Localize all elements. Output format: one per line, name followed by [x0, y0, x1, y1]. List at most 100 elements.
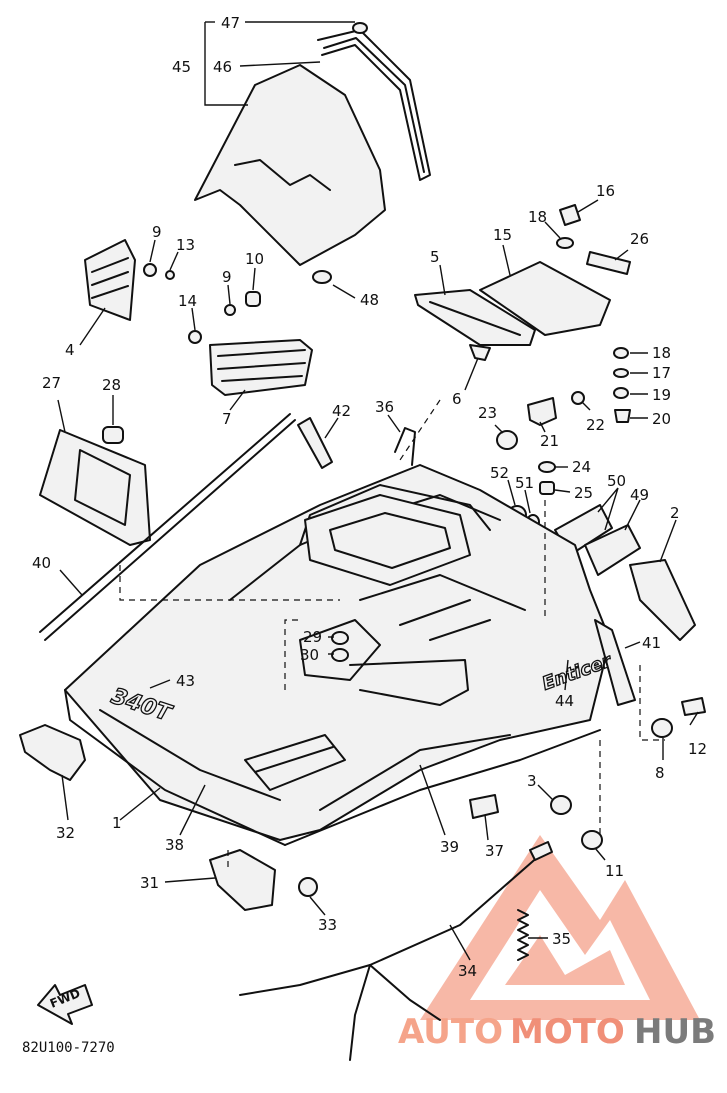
assembly-lines: [119, 399, 665, 870]
instrument-pod: [304, 494, 471, 586]
reflector-49: [584, 524, 641, 576]
watermark-hub: HUB: [634, 1012, 716, 1052]
trim-panel-7-ribs: [217, 349, 306, 382]
clip-6: [469, 344, 491, 361]
stripe-38: [99, 709, 281, 801]
callout-labels: 47 45 46 9 13 9 10 14 4 7 48 5 15 16 18 …: [32, 14, 707, 980]
leader-52: [507, 479, 516, 506]
leader-18a: [544, 221, 561, 239]
damper-23: [496, 430, 518, 450]
callout-5: 5: [430, 248, 440, 266]
callout-11: 11: [605, 862, 624, 880]
molding-end-cap: [352, 22, 368, 34]
stripe-39: [319, 734, 511, 811]
callout-17: 17: [652, 364, 671, 382]
callout-29: 29: [303, 628, 322, 646]
collar-25: [539, 481, 555, 495]
diagram-code: 82U100-7270: [22, 1040, 115, 1056]
hinge-tab-36: [394, 427, 416, 466]
leader-14: [191, 307, 196, 331]
leader-40: [59, 569, 83, 596]
bolt-22: [571, 391, 585, 405]
callout-33: 33: [318, 916, 337, 934]
dash-f: [399, 399, 441, 461]
callout-43: 43: [176, 672, 195, 690]
handle-recess: [349, 659, 469, 706]
leader-46: [239, 61, 321, 67]
leader-1: [119, 787, 161, 821]
grommet-30: [331, 648, 349, 662]
hood-louvers: [359, 574, 526, 641]
callout-35: 35: [552, 930, 571, 948]
leader-49: [624, 499, 641, 531]
callout-2: 2: [670, 504, 680, 522]
lower-vent-slot: [254, 746, 334, 773]
step-plate-groove: [429, 301, 521, 336]
grommet-3: [550, 795, 572, 815]
grommet-29: [331, 631, 349, 645]
leader-51: [524, 489, 531, 514]
grommet-11: [581, 830, 603, 850]
callout-22: 22: [586, 416, 605, 434]
side-stripe-41: [594, 619, 636, 706]
vent-panel-27: [39, 429, 151, 546]
leader-25: [554, 489, 571, 493]
callout-14: 14: [178, 292, 197, 310]
callout-26: 26: [630, 230, 649, 248]
leader-10: [252, 267, 256, 291]
rod-40: [44, 419, 296, 641]
leader-16: [577, 199, 599, 213]
leader-15: [502, 244, 511, 276]
leader-22: [581, 401, 591, 411]
callout-10: 10: [245, 250, 264, 268]
callout-15: 15: [493, 226, 512, 244]
callout-27: 27: [42, 374, 61, 392]
callout-37: 37: [485, 842, 504, 860]
dash-b: [284, 619, 300, 690]
callout-24: 24: [572, 458, 591, 476]
hood-lower-lip: [64, 689, 286, 846]
callout-20: 20: [652, 410, 671, 428]
nut-9b: [224, 304, 236, 316]
hood-right-lip: [284, 729, 601, 846]
callout-34: 34: [458, 962, 477, 980]
callout-46: 46: [213, 58, 232, 76]
cable-branch-b: [369, 964, 441, 1021]
leader-31: [164, 877, 216, 883]
leader-26: [614, 249, 629, 261]
leader-23: [494, 424, 504, 434]
grommet-18b: [613, 347, 629, 359]
leader-37: [484, 814, 489, 841]
leader-44: [564, 659, 569, 691]
grommet-10: [245, 291, 261, 307]
windshield-mount-edge: [234, 159, 331, 191]
nut-24: [538, 461, 556, 473]
spring-35: [517, 909, 529, 961]
hood-cable-34: [239, 841, 553, 1061]
callout-30: 30: [300, 646, 319, 664]
watermark-wordmark: AUTO MOTO HUB: [398, 1012, 716, 1052]
leader-9a: [149, 239, 156, 263]
callout-16: 16: [596, 182, 615, 200]
leader-27: [57, 399, 66, 433]
cable-branch-a: [349, 964, 371, 1061]
leader-34: [449, 924, 471, 961]
callout-52: 52: [490, 464, 509, 482]
callout-7: 7: [222, 410, 232, 428]
bracket-21: [527, 397, 557, 426]
trim-panel-4: [84, 239, 136, 321]
callout-21: 21: [540, 432, 559, 450]
grommet-28: [102, 426, 124, 444]
callout-8: 8: [655, 764, 665, 782]
callout-4: 4: [65, 341, 75, 359]
hinge-32: [19, 724, 86, 781]
hinge-31: [209, 849, 276, 911]
leader-50: [597, 487, 619, 531]
bolt-12: [681, 697, 706, 716]
screw-14: [188, 330, 202, 344]
callout-32: 32: [56, 824, 75, 842]
callout-44: 44: [555, 692, 574, 710]
callout-9b: 9: [222, 268, 232, 286]
headlight-trim-left: [84, 239, 136, 321]
